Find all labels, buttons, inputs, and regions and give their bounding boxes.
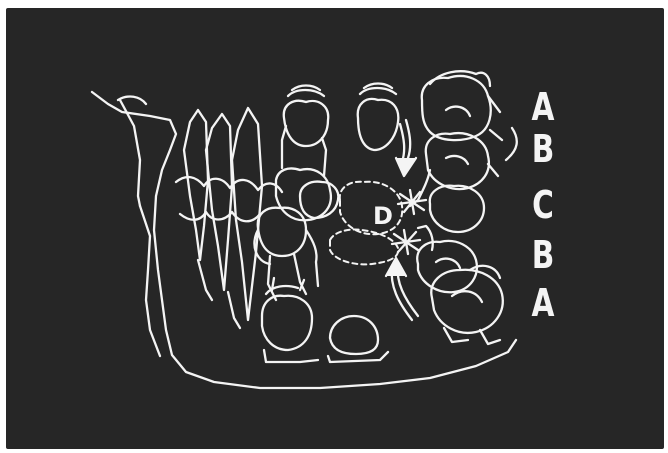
molar-upper-2-groove (446, 156, 468, 164)
column-label-5: A (527, 284, 558, 322)
lower-crown-chain (254, 230, 318, 286)
arrow-down-shaft-2 (400, 124, 404, 162)
jaw-lower-curve (140, 206, 160, 356)
space-outline-lower (330, 229, 398, 264)
ramus-front (120, 100, 140, 206)
incisor-root-1 (198, 260, 212, 300)
developing-tooth-top-1 (284, 101, 328, 146)
middle-crown-1 (300, 182, 338, 218)
arrow-down-shaft (406, 120, 410, 158)
contact-star-lower (392, 230, 420, 254)
molar-lower-2-groove (452, 291, 482, 302)
canine-crown (258, 208, 306, 256)
column-label-4: B (527, 236, 558, 274)
molar-right-edge (506, 128, 517, 160)
lower-premolar-2 (330, 316, 378, 354)
incisor-3 (232, 108, 262, 320)
column-label-2: B (527, 130, 558, 168)
incisor-root-2 (228, 292, 240, 328)
column-label-1: A (527, 88, 558, 126)
molar-upper-3 (430, 186, 484, 232)
crown-row-upper (176, 177, 282, 192)
space-label-d: D (373, 204, 393, 228)
lower-premolar-1 (262, 296, 312, 350)
molar-upper-1-groove (446, 107, 470, 116)
developing-tooth-top-2-cap (360, 84, 396, 95)
molar-lower-2 (431, 270, 502, 333)
molar-lower-1-groove (436, 259, 460, 268)
developing-tooth-top-2 (358, 99, 399, 150)
molar-upper-1 (422, 76, 491, 140)
developing-tooth-top-1-cap (288, 86, 324, 97)
lower-premolar-1-base (264, 350, 318, 362)
arrow-down-head (396, 158, 416, 176)
molar-upper-2 (426, 133, 489, 189)
incisor-2 (206, 114, 232, 290)
column-label-3: C (527, 186, 558, 224)
molar-lower-1 (417, 241, 477, 292)
